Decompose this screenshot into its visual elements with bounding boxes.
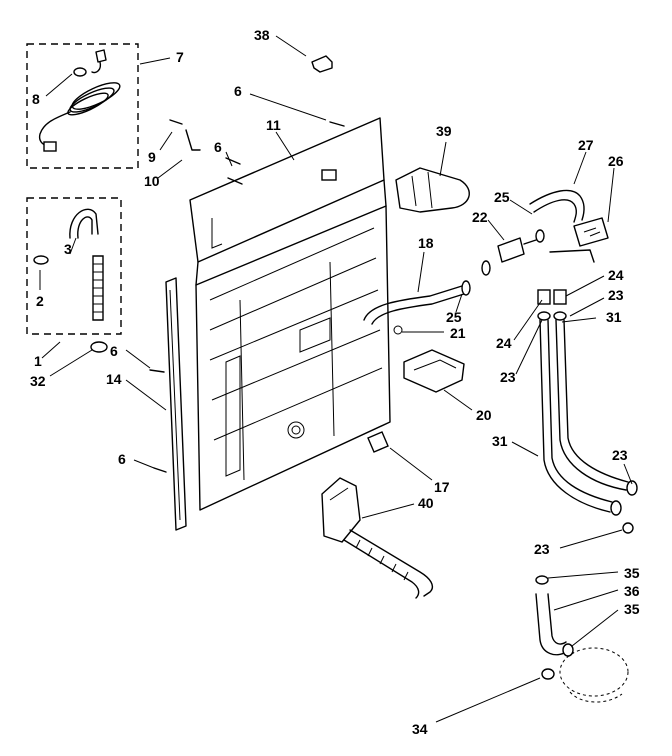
callout-31b: 31 (492, 433, 508, 449)
callout-27: 27 (578, 137, 594, 153)
part-17 (367, 431, 389, 453)
back-panel (189, 117, 391, 511)
callout-11: 11 (266, 117, 281, 133)
callout-35a: 35 (624, 565, 640, 581)
callout-18: 18 (418, 235, 434, 251)
callout-35b: 35 (624, 601, 640, 617)
callout-25b: 25 (446, 309, 462, 325)
callout-32: 32 (30, 373, 46, 389)
pump-outlet (393, 325, 465, 393)
fill-hose (363, 229, 545, 325)
callout-25a: 25 (494, 189, 510, 205)
callout-31a: 31 (606, 309, 622, 325)
callout-23d: 23 (534, 541, 550, 557)
callout-39: 39 (436, 123, 452, 139)
callout-2: 2 (36, 293, 44, 309)
callout-24b: 24 (496, 335, 512, 351)
power-cord-kit (26, 43, 139, 169)
drain-elbow (535, 575, 629, 703)
screws (149, 119, 345, 473)
callout-23b: 23 (500, 369, 516, 385)
callout-17: 17 (434, 479, 450, 495)
callout-36: 36 (624, 583, 640, 599)
callout-38: 38 (254, 27, 270, 43)
callout-6d: 6 (118, 451, 126, 467)
callout-9: 9 (148, 149, 156, 165)
drain-cover (321, 477, 434, 599)
callout-labels: 38 7 8 6 11 39 27 26 9 6 10 25 22 18 3 2… (30, 27, 640, 737)
valve-assembly (529, 189, 609, 263)
callout-8: 8 (32, 91, 40, 107)
callout-7: 7 (176, 49, 184, 65)
clip-part (311, 55, 333, 73)
callout-1: 1 (34, 353, 42, 369)
callout-21: 21 (450, 325, 466, 341)
callout-6a: 6 (234, 83, 242, 99)
bracket-39 (395, 167, 470, 213)
callout-6b: 6 (214, 139, 222, 155)
callout-40: 40 (418, 495, 434, 511)
callout-10: 10 (144, 173, 160, 189)
callout-20: 20 (476, 407, 492, 423)
callout-14: 14 (106, 371, 122, 387)
callout-6c: 6 (110, 343, 118, 359)
inlet-hose-kit (26, 197, 122, 353)
water-hoses (537, 289, 638, 534)
leader-lines (39, 35, 633, 723)
callout-3: 3 (64, 241, 72, 257)
side-rail (165, 277, 187, 531)
callout-24a: 24 (608, 267, 624, 283)
callout-23c: 23 (612, 447, 628, 463)
callout-22: 22 (472, 209, 488, 225)
callout-34: 34 (412, 721, 428, 737)
callout-26: 26 (608, 153, 624, 169)
callout-23a: 23 (608, 287, 624, 303)
